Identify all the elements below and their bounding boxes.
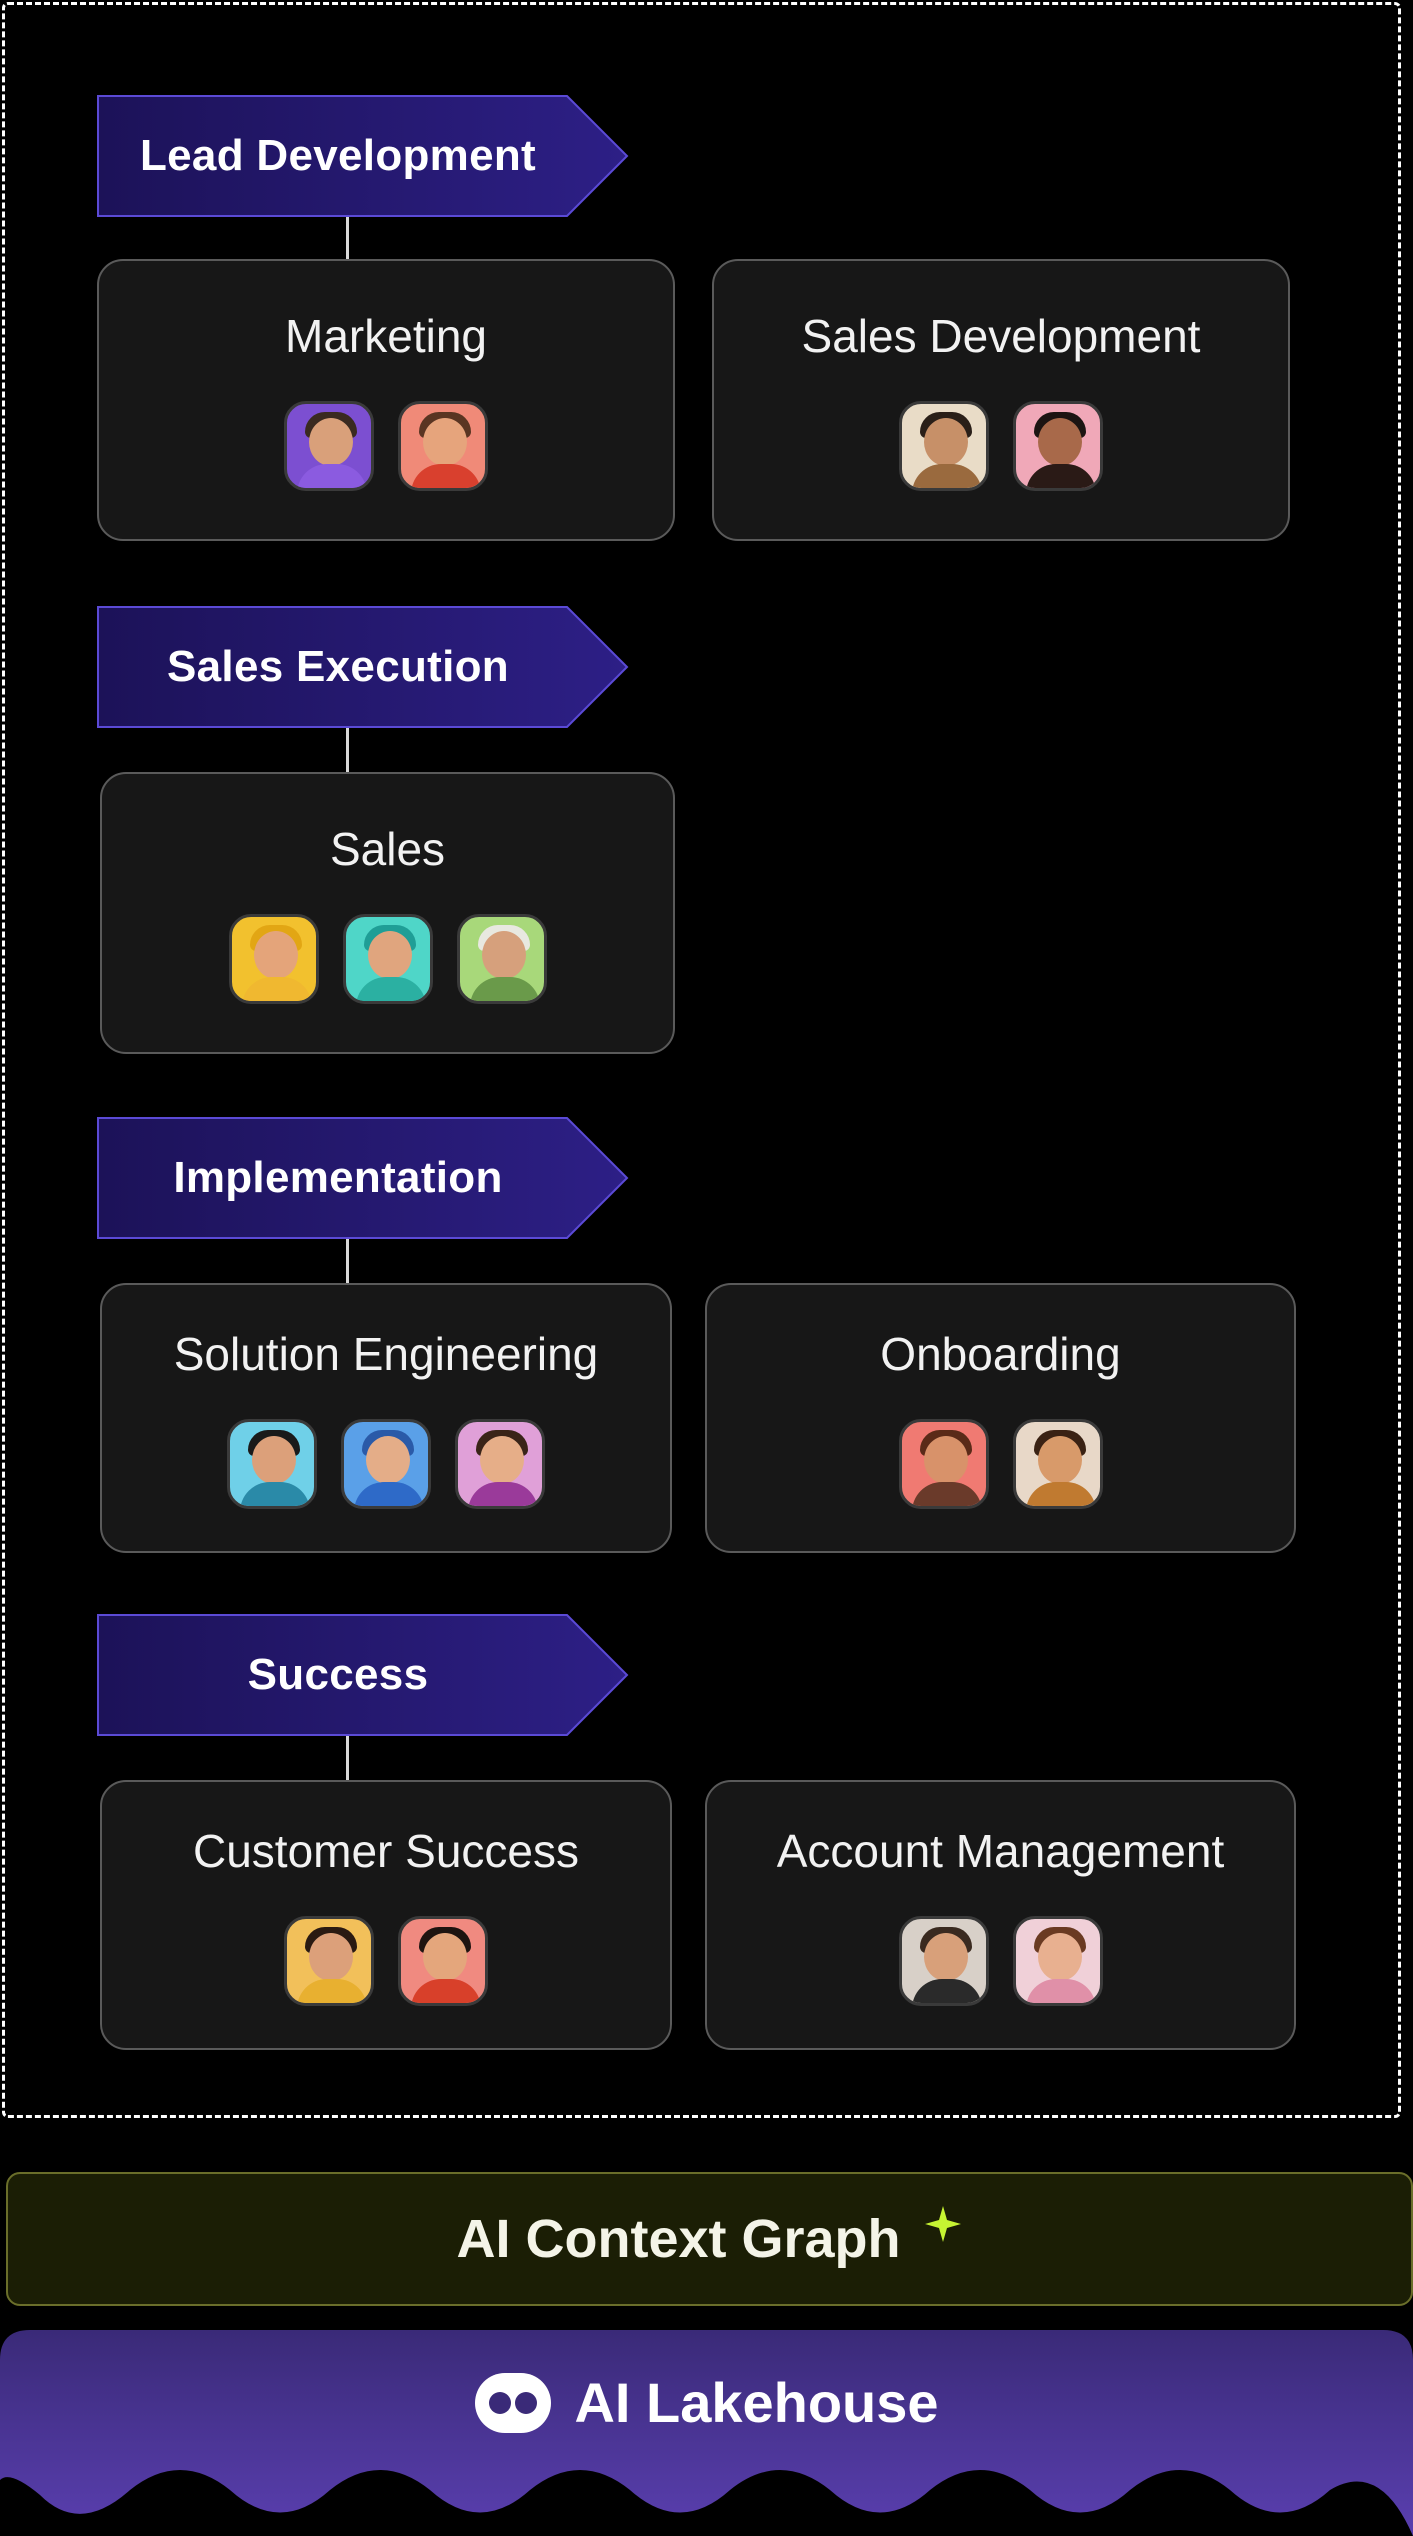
team-marketing[interactable]: Marketing [97,259,675,541]
team-sales[interactable]: Sales [100,772,675,1054]
avatar[interactable] [342,914,433,1004]
context-graph-label: AI Context Graph [456,2209,901,2269]
stage-label: Implementation [173,1153,503,1202]
team-title: Sales [329,823,446,875]
connector-line [346,1239,349,1283]
avatar[interactable] [228,914,319,1004]
team-account-management[interactable]: Account Management [705,1780,1296,2050]
avatar[interactable] [284,401,374,491]
avatar[interactable] [456,914,547,1004]
team-sales-development[interactable]: Sales Development [712,259,1290,541]
lakehouse-wave-shape [0,2330,1413,2536]
avatar[interactable] [898,1916,989,2006]
team-solution-engineering[interactable]: Solution Engineering [100,1283,672,1553]
stage-arrow-shape [97,606,629,728]
ai-context-graph-layer: AI Context Graph [6,2172,1413,2306]
avatar[interactable] [398,1916,488,2006]
lakehouse-label: AI Lakehouse [574,2371,939,2434]
stage-label: Success [247,1650,429,1699]
team-title: Account Management [776,1825,1225,1877]
connector-line [346,217,349,259]
team-customer-success[interactable]: Customer Success [100,1780,672,2050]
stage-arrow-shape [97,95,629,217]
connector-line [346,728,349,772]
ai-lakehouse-layer: AI Lakehouse [0,2330,1413,2536]
avatar[interactable] [1013,401,1103,491]
stage-sales-execution: Sales Execution [97,606,629,728]
stage-implementation: Implementation [97,1117,629,1239]
avatar[interactable] [227,1419,317,1509]
avatar[interactable] [898,1419,989,1509]
team-title: Solution Engineering [173,1328,599,1380]
team-title: Sales Development [801,310,1201,362]
avatar[interactable] [284,1916,374,2006]
stage-lead-development: Lead Development [97,95,629,217]
avatar[interactable] [899,401,989,491]
team-title: Customer Success [192,1825,579,1877]
lakehouse-logo-icon [475,2372,552,2433]
team-title: Marketing [285,310,487,362]
stage-arrow-shape [97,1117,629,1239]
team-onboarding[interactable]: Onboarding [705,1283,1296,1553]
avatar[interactable] [1012,1916,1103,2006]
avatar[interactable] [398,401,488,491]
avatar[interactable] [1012,1419,1103,1509]
org-diagram-frame [2,2,1401,2118]
stage-success: Success [97,1614,629,1736]
avatar[interactable] [341,1419,431,1509]
stage-arrow-shape [97,1614,629,1736]
stage-label: Lead Development [139,131,536,180]
sparkle-icon [924,2206,961,2242]
stage-label: Sales Execution [167,642,509,691]
avatar[interactable] [455,1419,545,1509]
team-title: Onboarding [880,1328,1121,1380]
connector-line [346,1736,349,1780]
